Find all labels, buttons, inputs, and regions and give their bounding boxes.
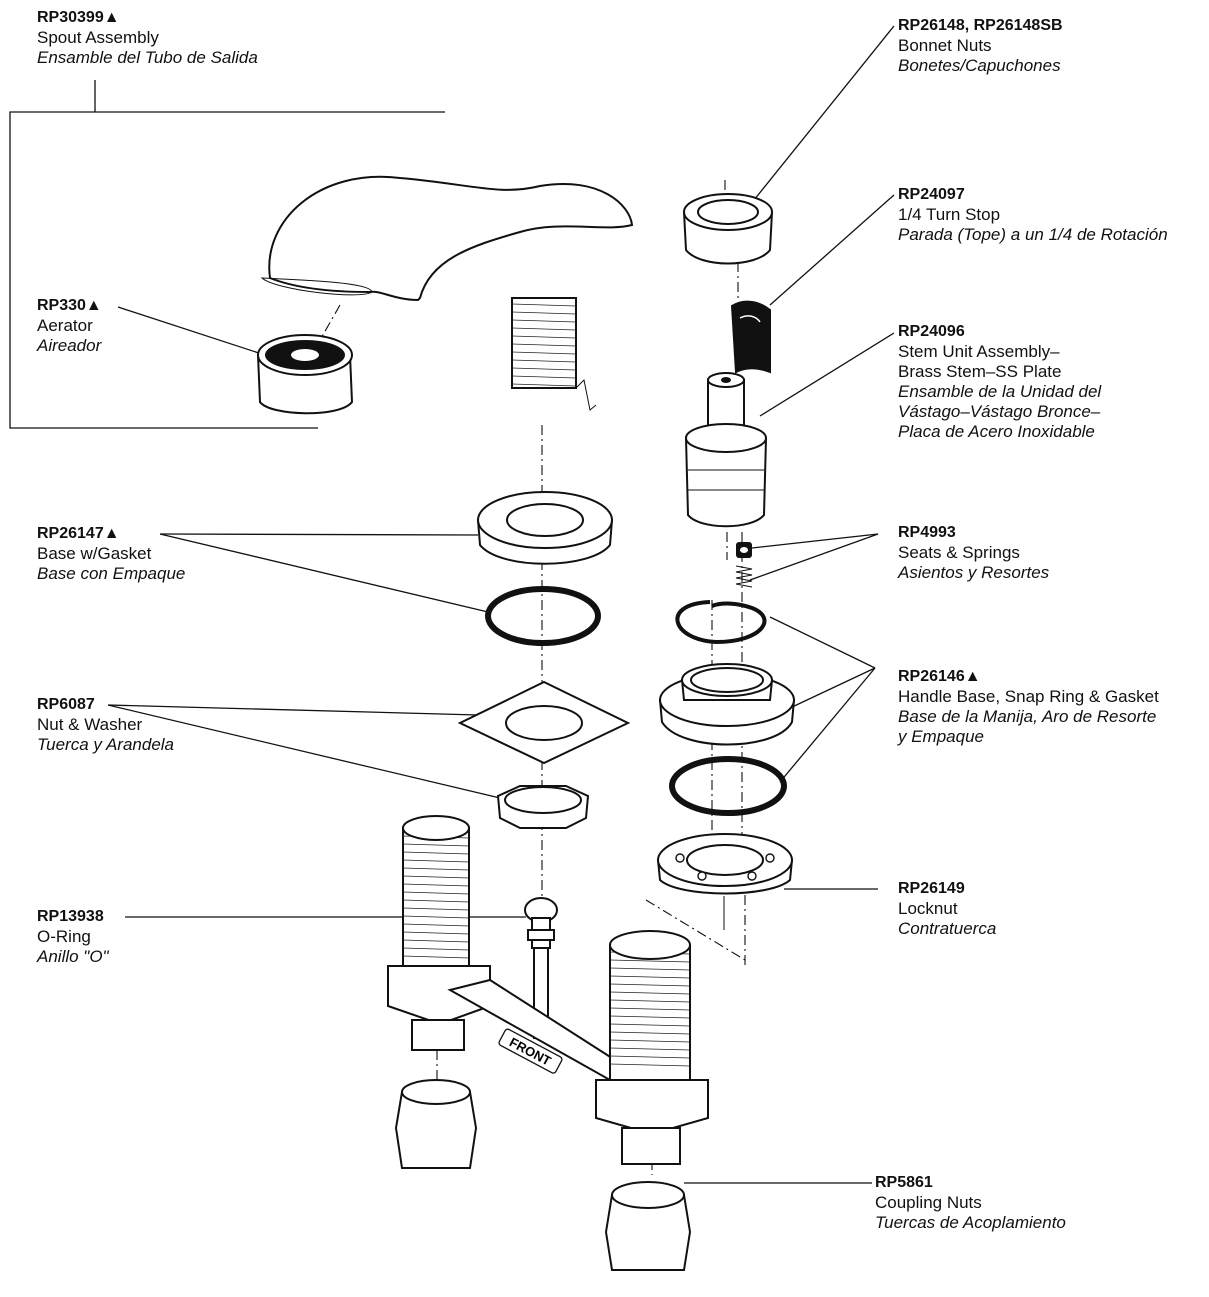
handle-base-drawing xyxy=(658,663,796,746)
part-number: RP24097 xyxy=(898,186,965,203)
part-name-english: 1/4 Turn Stop xyxy=(898,205,1001,224)
part-name-spanish: Ensamble del Tubo de Salida xyxy=(37,48,258,67)
label-stem-unit: RP24096 Stem Unit Assembly– Brass Stem–S… xyxy=(898,322,1101,442)
part-name-spanish: Ensamble de la Unidad del xyxy=(898,382,1102,401)
bonnet-nut-drawing xyxy=(682,193,774,265)
part-number: RP26149 xyxy=(898,880,965,897)
part-name-english: Seats & Springs xyxy=(898,543,1020,562)
part-name-english: Aerator xyxy=(37,316,93,335)
part-name-spanish: Base de la Manija, Aro de Resorte xyxy=(898,707,1157,726)
part-number: RP24096 xyxy=(898,323,965,340)
part-name-spanish: Aireador xyxy=(37,336,102,355)
part-name-spanish: Contratuerca xyxy=(898,919,997,938)
part-number: RP6087 xyxy=(37,696,95,713)
label-handle-base: RP26146▲ Handle Base, Snap Ring & Gasket… xyxy=(898,667,1159,747)
part-number: RP26148, RP26148SB xyxy=(898,17,1063,34)
hex-nut-drawing xyxy=(496,785,590,829)
part-name-english: Handle Base, Snap Ring & Gasket xyxy=(898,687,1159,706)
part-name-english: Base w/Gasket xyxy=(37,544,152,563)
base-with-gasket-drawing xyxy=(476,491,614,565)
part-name-english: O-Ring xyxy=(37,927,91,946)
part-number: RP26147▲ xyxy=(37,525,120,542)
part-name-spanish: Tuercas de Acoplamiento xyxy=(875,1213,1066,1232)
part-name-english: Coupling Nuts xyxy=(875,1193,982,1212)
part-number: RP26146▲ xyxy=(898,668,981,685)
part-number: RP30399▲ xyxy=(37,9,120,26)
handle-gasket-drawing xyxy=(669,756,787,816)
washer-drawing xyxy=(457,680,631,765)
label-o-ring: RP13938 O-Ring Anillo "O" xyxy=(37,907,109,967)
label-seats-and-springs: RP4993 Seats & Springs Asientos y Resort… xyxy=(898,523,1049,583)
crossbar-drawing: FRONT xyxy=(447,978,617,1082)
part-number: RP5861 xyxy=(875,1174,933,1191)
locknut-drawing xyxy=(656,833,794,930)
left-valve-body-drawing xyxy=(387,815,491,1051)
label-spout-assembly: RP30399▲ Spout Assembly Ensamble del Tub… xyxy=(37,8,258,68)
label-turn-stop: RP24097 1/4 Turn Stop Parada (Tope) a un… xyxy=(898,185,1168,245)
label-nut-and-washer: RP6087 Nut & Washer Tuerca y Arandela xyxy=(37,695,174,755)
left-coupling-nut-drawing xyxy=(394,1079,478,1169)
spout-assembly-drawing xyxy=(260,175,634,411)
part-name-english: Spout Assembly xyxy=(37,28,159,47)
part-name-english: Nut & Washer xyxy=(37,715,143,734)
label-bonnet-nuts: RP26148, RP26148SB Bonnet Nuts Bonetes/C… xyxy=(898,16,1063,76)
seat-drawing xyxy=(736,542,752,558)
part-name-spanish: Base con Empaque xyxy=(37,564,186,583)
gasket-ring-drawing xyxy=(485,586,601,646)
right-valve-body-drawing xyxy=(595,930,709,1165)
label-aerator: RP330▲ Aerator Aireador xyxy=(37,296,102,356)
part-number: RP4993 xyxy=(898,524,956,541)
spout-threads xyxy=(511,303,577,387)
label-coupling-nuts: RP5861 Coupling Nuts Tuercas de Acoplami… xyxy=(875,1173,1066,1233)
label-base-with-gasket: RP26147▲ Base w/Gasket Base con Empaque xyxy=(37,524,185,584)
stem-unit-drawing xyxy=(684,372,768,528)
part-name-spanish: Vástago–Vástago Bronce– xyxy=(898,402,1101,421)
part-name-english: Locknut xyxy=(898,899,958,918)
aerator-drawing xyxy=(256,334,354,415)
part-name-spanish: Parada (Tope) a un 1/4 de Rotación xyxy=(898,225,1168,244)
part-name-spanish: Asientos y Resortes xyxy=(898,563,1050,582)
part-number: RP330▲ xyxy=(37,297,102,314)
part-name-spanish: Anillo "O" xyxy=(37,947,109,966)
part-number: RP13938 xyxy=(37,908,104,925)
right-coupling-nut-drawing xyxy=(604,1181,692,1271)
spring-drawing xyxy=(735,565,753,588)
part-name-spanish: y Empaque xyxy=(898,727,984,746)
part-name-spanish: Bonetes/Capuchones xyxy=(898,56,1061,75)
part-name-english: Brass Stem–SS Plate xyxy=(898,362,1062,381)
part-name-spanish: Tuerca y Arandela xyxy=(37,735,175,754)
snap-ring-drawing xyxy=(675,600,767,645)
part-name-english: Bonnet Nuts xyxy=(898,36,992,55)
turn-stop-drawing xyxy=(730,300,771,374)
part-name-spanish: Placa de Acero Inoxidable xyxy=(898,422,1095,441)
part-name-english: Stem Unit Assembly– xyxy=(898,342,1060,361)
label-locknut: RP26149 Locknut Contratuerca xyxy=(898,879,996,939)
leader-lines xyxy=(9,25,895,1184)
